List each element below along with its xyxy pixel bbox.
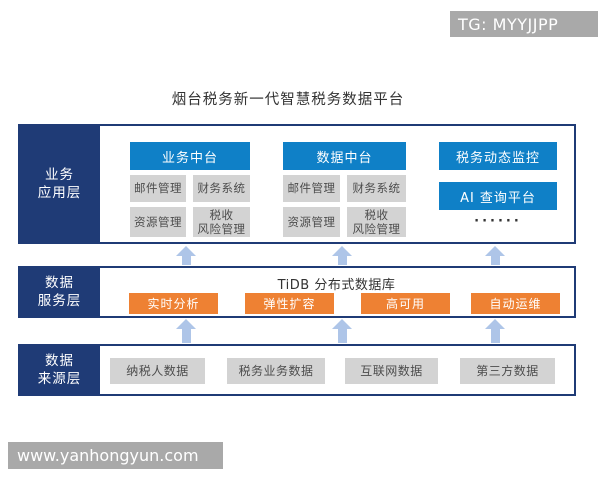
tidb-database-title: TiDB 分布式数据库 <box>277 278 396 293</box>
source-box: 税务业务数据 <box>227 358 325 384</box>
module-box: 税收 风险管理 <box>193 207 250 237</box>
module-box: 邮件管理 <box>130 175 186 202</box>
module-box: 财务系统 <box>347 175 406 202</box>
feature-box: 弹性扩容 <box>245 293 334 314</box>
module-box: 资源管理 <box>130 207 186 237</box>
diagram-title: 烟台税务新一代智慧税务数据平台 <box>171 92 405 108</box>
feature-box: 自动运维 <box>471 293 560 314</box>
layer-label-data-source: 数据 来源层 <box>19 345 100 395</box>
source-box: 第三方数据 <box>460 358 555 384</box>
feature-box: 高可用 <box>361 293 450 314</box>
layer-data-service: 数据 服务层 TiDB 分布式数据库 实时分析 弹性扩容 高可用 自动运维 <box>18 266 576 318</box>
website-watermark: www.yanhongyun.com <box>8 442 223 469</box>
header-business-middle-platform: 业务中台 <box>130 142 250 170</box>
up-arrow-icon <box>485 319 505 343</box>
ellipsis-more: ······ <box>474 214 522 229</box>
module-box: 财务系统 <box>193 175 250 202</box>
source-box: 互联网数据 <box>345 358 438 384</box>
feature-box: 实时分析 <box>129 293 218 314</box>
source-box: 纳税人数据 <box>110 358 205 384</box>
up-arrow-icon <box>485 246 505 265</box>
layer-business-application: 业务 应用层 业务中台 邮件管理 财务系统 资源管理 税收 风险管理 数据中台 … <box>18 124 576 244</box>
up-arrow-icon <box>176 319 196 343</box>
module-box: 邮件管理 <box>283 175 340 202</box>
up-arrow-icon <box>332 319 352 343</box>
module-box: 税收 风险管理 <box>347 207 406 237</box>
tg-badge: TG: MYYJJPP <box>450 11 598 37</box>
up-arrow-icon <box>332 246 352 265</box>
layer-label-data-service: 数据 服务层 <box>19 267 100 317</box>
box-tax-dynamic-monitoring: 税务动态监控 <box>439 142 557 170</box>
header-data-middle-platform: 数据中台 <box>283 142 406 170</box>
up-arrow-icon <box>176 246 196 265</box>
module-box: 资源管理 <box>283 207 340 237</box>
layer-data-source: 数据 来源层 纳税人数据 税务业务数据 互联网数据 第三方数据 <box>18 344 576 396</box>
box-ai-query-platform: AI 查询平台 <box>439 182 557 210</box>
layer-label-business-application: 业务 应用层 <box>19 125 100 243</box>
